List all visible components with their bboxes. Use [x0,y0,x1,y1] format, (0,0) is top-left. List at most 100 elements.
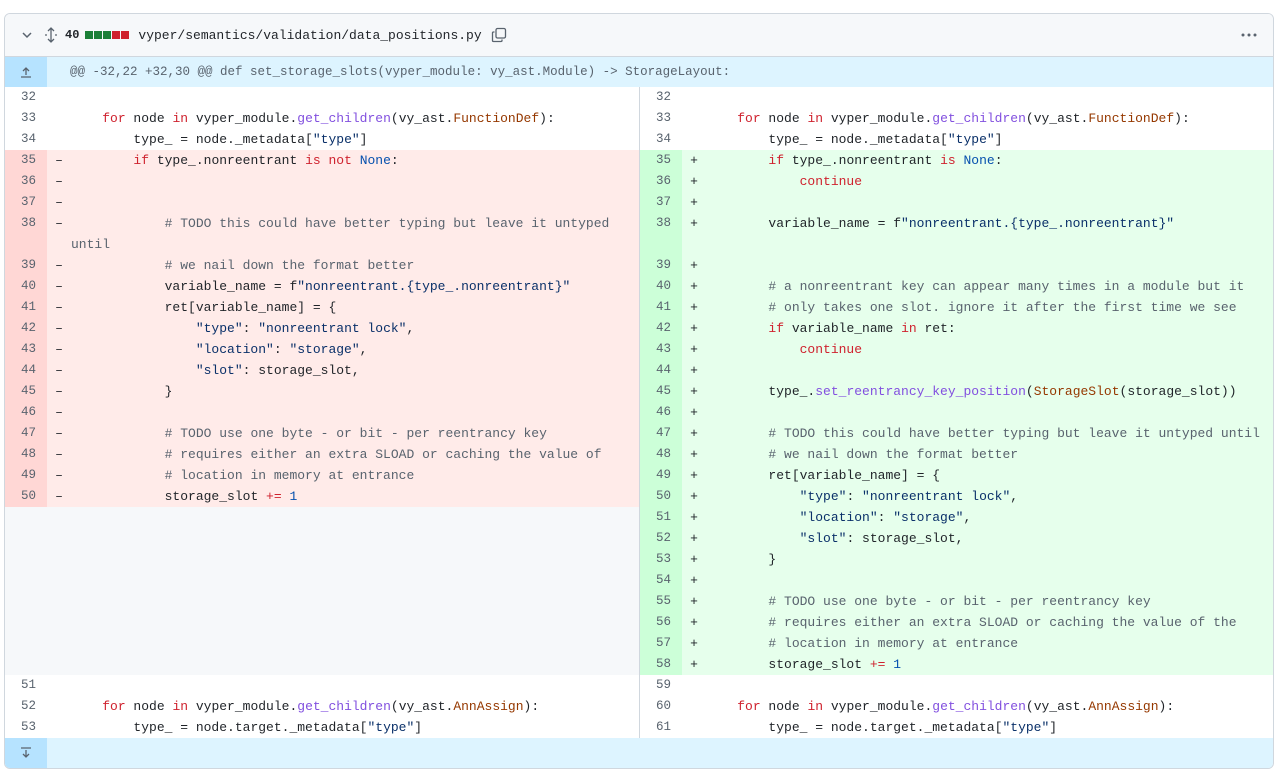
line-number[interactable]: 57 [640,633,682,654]
kebab-menu-icon[interactable] [1237,25,1261,45]
addition-marker: + [682,612,706,633]
addition-marker: + [682,591,706,612]
line-number[interactable]: 53 [21,720,37,734]
line-number[interactable]: 52 [21,699,37,713]
line-number[interactable]: 32 [656,90,672,104]
line-number[interactable]: 34 [21,132,37,146]
line-number[interactable]: 36 [5,171,47,192]
line-number[interactable]: 35 [640,150,682,171]
diffstat [85,31,130,39]
file-path[interactable]: vyper/semantics/validation/data_position… [138,27,482,43]
diffstat-square [85,31,94,39]
line-number[interactable] [640,234,682,255]
line-number[interactable]: 40 [5,276,47,297]
addition-marker: + [682,339,706,360]
diff-line: 47+ # TODO this could have better typing… [640,423,1273,444]
line-number[interactable]: 53 [640,549,682,570]
line-number[interactable]: 56 [640,612,682,633]
line-number[interactable]: 49 [5,465,47,486]
line-number[interactable]: 43 [640,339,682,360]
context-marker [47,87,71,108]
line-number[interactable]: 55 [640,591,682,612]
addition-marker: + [682,213,706,234]
code-line: "type": "nonreentrant lock", [706,486,1273,507]
diff-line: 45+ type_.set_reentrancy_key_position(St… [640,381,1273,402]
line-number[interactable]: 51 [21,678,37,692]
footer-hunk [5,738,1273,768]
line-number[interactable]: 48 [5,444,47,465]
line-number[interactable]: 40 [640,276,682,297]
context-marker [682,717,706,738]
line-number[interactable]: 47 [640,423,682,444]
expand-up-icon[interactable] [5,57,47,87]
diff-line: 52+ "slot": storage_slot, [640,528,1273,549]
deletion-marker: – [47,402,71,423]
addition-marker: + [682,297,706,318]
addition-marker: + [682,444,706,465]
diff-line: 54+ [640,570,1273,591]
diff-line: 44+ [640,360,1273,381]
diff-line: 32 [640,87,1273,108]
line-number[interactable]: 46 [640,402,682,423]
line-number[interactable]: 52 [640,528,682,549]
context-marker [47,108,71,129]
chevron-down-icon[interactable] [19,27,35,43]
line-number[interactable]: 44 [5,360,47,381]
deletion-marker: – [47,486,71,507]
line-number[interactable]: 35 [5,150,47,171]
line-number[interactable]: 48 [640,444,682,465]
diff-line: 32 [5,87,639,108]
line-number[interactable]: 38 [640,213,682,234]
diff-line: 37– [5,192,639,213]
line-number[interactable]: 54 [640,570,682,591]
line-number[interactable]: 45 [640,381,682,402]
diff-line: 49– # location in memory at entrance [5,465,639,486]
line-number[interactable]: 37 [640,192,682,213]
diff-line: 40+ # a nonreentrant key can appear many… [640,276,1273,297]
line-number[interactable]: 58 [640,654,682,675]
line-number[interactable]: 61 [656,720,672,734]
code-line: "location": "storage", [71,339,639,360]
line-number[interactable]: 59 [656,678,672,692]
line-number[interactable]: 36 [640,171,682,192]
expand-down-icon[interactable] [5,738,47,768]
diff-line: 44– "slot": storage_slot, [5,360,639,381]
line-number[interactable]: 41 [640,297,682,318]
line-number[interactable]: 34 [656,132,672,146]
code-line: # only takes one slot. ignore it after t… [706,297,1273,318]
line-number[interactable]: 38 [5,213,47,255]
line-number[interactable]: 50 [640,486,682,507]
line-number[interactable]: 43 [5,339,47,360]
diff-line: 50+ "type": "nonreentrant lock", [640,486,1273,507]
deletion-marker: – [47,255,71,276]
expand-all-icon[interactable] [43,27,59,43]
line-number[interactable]: 39 [640,255,682,276]
line-number[interactable]: 33 [21,111,37,125]
code-line [71,402,639,423]
addition-marker: + [682,276,706,297]
line-number[interactable]: 44 [640,360,682,381]
line-number[interactable]: 42 [5,318,47,339]
line-number[interactable]: 46 [5,402,47,423]
copy-icon[interactable] [490,26,508,44]
diff-line: 50– storage_slot += 1 [5,486,639,507]
code-line: ret[variable_name] = { [71,297,639,318]
line-number[interactable]: 47 [5,423,47,444]
line-number[interactable]: 37 [5,192,47,213]
line-number[interactable]: 39 [5,255,47,276]
deletion-marker: – [47,213,71,255]
change-count: 40 [65,28,80,42]
line-number[interactable]: 51 [640,507,682,528]
line-number[interactable]: 32 [21,90,37,104]
line-number[interactable]: 50 [5,486,47,507]
context-marker [47,696,71,717]
code-line [706,192,1273,213]
line-number[interactable]: 49 [640,465,682,486]
line-number[interactable]: 41 [5,297,47,318]
line-number[interactable]: 45 [5,381,47,402]
line-number[interactable]: 33 [656,111,672,125]
line-number[interactable]: 42 [640,318,682,339]
context-marker [682,696,706,717]
line-number[interactable]: 60 [656,699,672,713]
